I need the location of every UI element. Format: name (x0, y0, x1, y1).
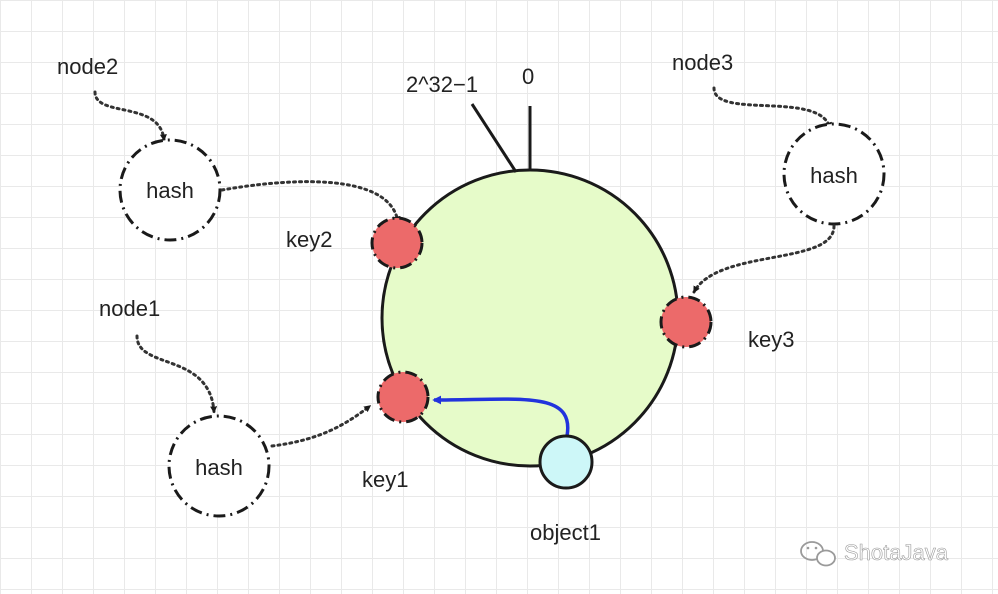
object1-point (538, 434, 594, 490)
object1-label: object1 (530, 520, 601, 545)
object-to-key1-arrow (432, 395, 570, 437)
node1-to-hash-arrow (135, 334, 218, 414)
node1-hash-circle (167, 414, 271, 518)
max-label: 2^32−1 (406, 72, 478, 97)
wechat-icon (800, 541, 836, 567)
key1-point (376, 370, 430, 424)
key2-label: key2 (286, 227, 332, 252)
node1-hash-to-key-arrow (270, 404, 372, 448)
node3-to-hash-arrow (712, 86, 832, 130)
node2-hash-label: hash (146, 178, 194, 203)
node2-label: node2 (57, 54, 118, 79)
key1-label: key1 (362, 467, 408, 492)
node2-to-hash-arrow (93, 90, 167, 142)
node3-hash-label: hash (810, 163, 858, 188)
node1-label: node1 (99, 296, 160, 321)
key3-label: key3 (748, 327, 794, 352)
node1-hash-label: hash (195, 455, 243, 480)
node2-hash-circle (118, 138, 222, 242)
max-marker-line (470, 103, 518, 173)
zero-label: 0 (522, 64, 534, 89)
key2-point (370, 216, 424, 270)
watermark-text: ShotaJava (844, 540, 949, 565)
node3-hash-circle (782, 122, 886, 226)
hash-ring (380, 168, 680, 468)
node3-hash-to-key-arrow (692, 224, 836, 294)
key3-point (659, 295, 713, 349)
node3-label: node3 (672, 50, 733, 75)
node2-hash-to-key-arrow (220, 180, 401, 224)
